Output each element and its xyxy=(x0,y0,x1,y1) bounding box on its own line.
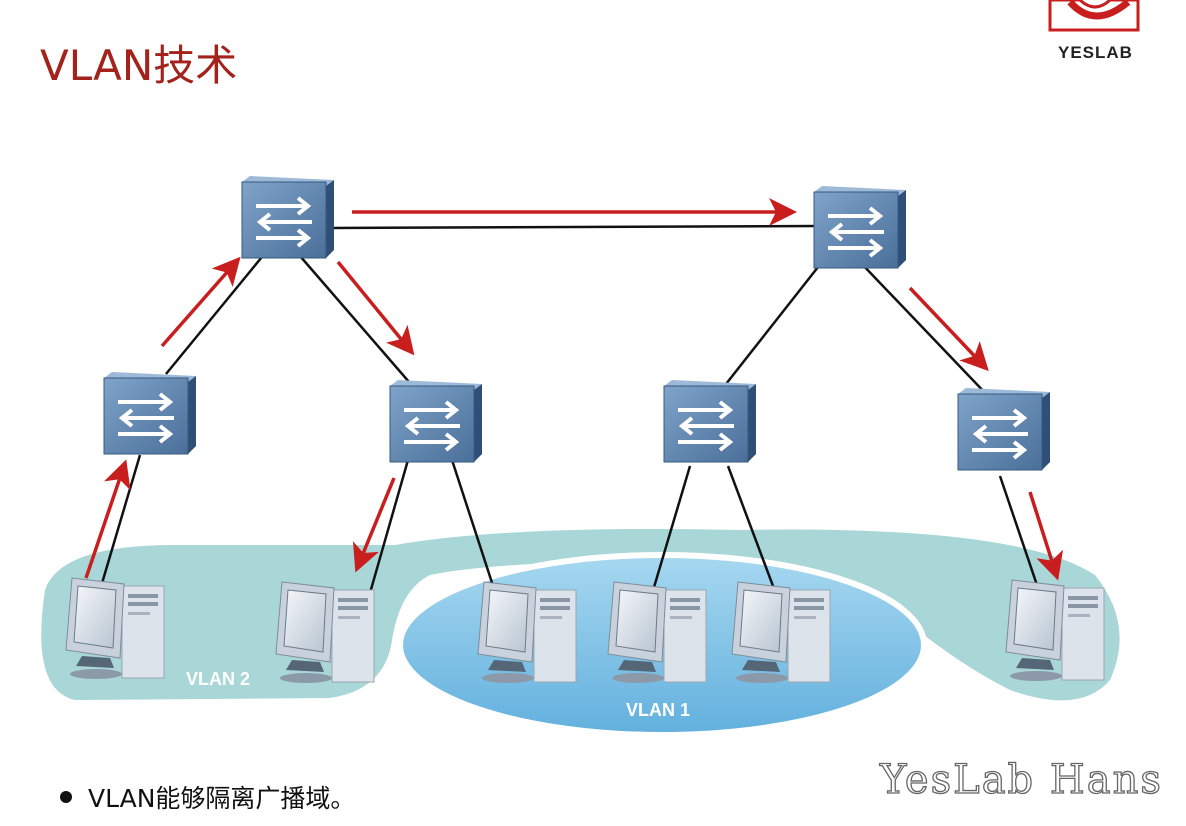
bullet-point: VLAN能够隔离广播域。 xyxy=(60,779,355,815)
yeslab-logo xyxy=(1048,0,1140,32)
vlan2-label: VLAN 2 xyxy=(186,669,250,689)
broadcast-arrows xyxy=(84,198,1063,581)
network-links xyxy=(98,224,1042,601)
access-switch-4 xyxy=(956,386,1052,472)
watermark: YesLab Hans xyxy=(879,756,1163,803)
core-switch-left xyxy=(240,174,336,260)
bullet-text: VLAN能够隔离广播域。 xyxy=(88,784,356,813)
vlan1-label: VLAN 1 xyxy=(626,700,690,720)
bullet-dot-icon xyxy=(60,791,72,803)
core-switch-right xyxy=(812,184,908,270)
logo-text: YESLAB xyxy=(1058,43,1133,62)
slide-title: VLAN技术 xyxy=(40,41,238,90)
access-switch-1 xyxy=(102,370,198,456)
access-switch-3 xyxy=(662,378,758,464)
access-switch-2 xyxy=(388,378,484,464)
